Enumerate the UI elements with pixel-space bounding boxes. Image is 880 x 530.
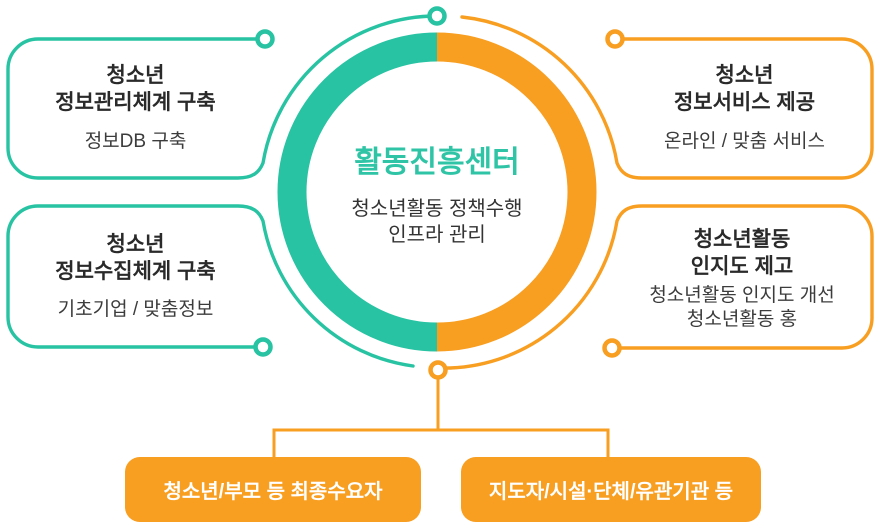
box-bottom-right-outline [436,204,874,370]
center-ring-left-half [277,32,438,352]
box-bottom-right-subtitle-line1: 청소년활동 인지도 개선 [649,285,835,306]
center-subtitle: 청소년활동 정책수행 인프라 관리 [302,196,572,248]
pill-end-consumers-label: 청소년/부모 등 최종수요자 [163,481,383,503]
center-title: 활동진흥센터 [312,146,562,180]
box-top-left-title: 청소년 정보관리체계 구축 [8,62,263,116]
box-top-right-subtitle: 온라인 / 맞춤 서비스 [664,131,825,152]
box-bottom-right-title-line1: 청소년활동 [693,228,791,251]
pill-related-organizations: 지도자/시설·단체/유관기관 등 [461,457,761,522]
box-top-left-outline [6,14,439,180]
node-dot-icon-bottom-right [602,338,622,358]
node-dot-icon-top-center [427,6,447,26]
box-bottom-right-subtitle-line2: 청소년활동 홍 [686,309,798,330]
box-bottom-right-title-line2: 인지도 제고 [690,255,794,278]
box-top-left-subtitle: 정보DB 구축 [84,131,187,152]
node-dot-icon-top-right [605,29,625,49]
box-bottom-left-title: 청소년 정보수집체계 구축 [8,231,263,285]
box-top-right-title-line2: 정보서비스 제공 [673,91,816,114]
node-dot-icon-bottom-center [428,360,448,380]
box-bottom-left-title-line1: 청소년 [106,233,165,256]
center-subtitle-line2: 인프라 관리 [388,224,486,246]
box-top-left-title-line1: 청소년 [106,64,165,87]
box-bottom-left-title-line2: 정보수집체계 구축 [55,260,216,283]
node-dot-icon-bottom-left [253,337,273,357]
center-title-text: 활동진흥센터 [354,146,520,179]
box-bottom-left-outline [6,204,415,368]
pill-end-consumers: 청소년/부모 등 최종수요자 [125,457,421,522]
box-top-right-title: 청소년 정보서비스 제공 [617,62,872,116]
center-subtitle-line1: 청소년활동 정책수행 [351,198,523,220]
pill-related-organizations-label: 지도자/시설·단체/유관기관 등 [488,481,734,503]
box-bottom-right-title: 청소년활동 인지도 제고 [612,226,872,280]
box-bottom-right-subtitle: 청소년활동 인지도 개선 청소년활동 홍 [607,284,877,332]
center-ring-right-half [436,32,597,352]
box-top-right-outline [460,15,874,180]
node-dot-icon-top-left [255,29,275,49]
bottom-bracket-connector [272,378,610,457]
box-top-right-title-line1: 청소년 [715,64,774,87]
box-bottom-left-subtitle: 기초기업 / 맞춤정보 [57,299,214,320]
box-top-left-title-line2: 정보관리체계 구축 [55,91,216,114]
